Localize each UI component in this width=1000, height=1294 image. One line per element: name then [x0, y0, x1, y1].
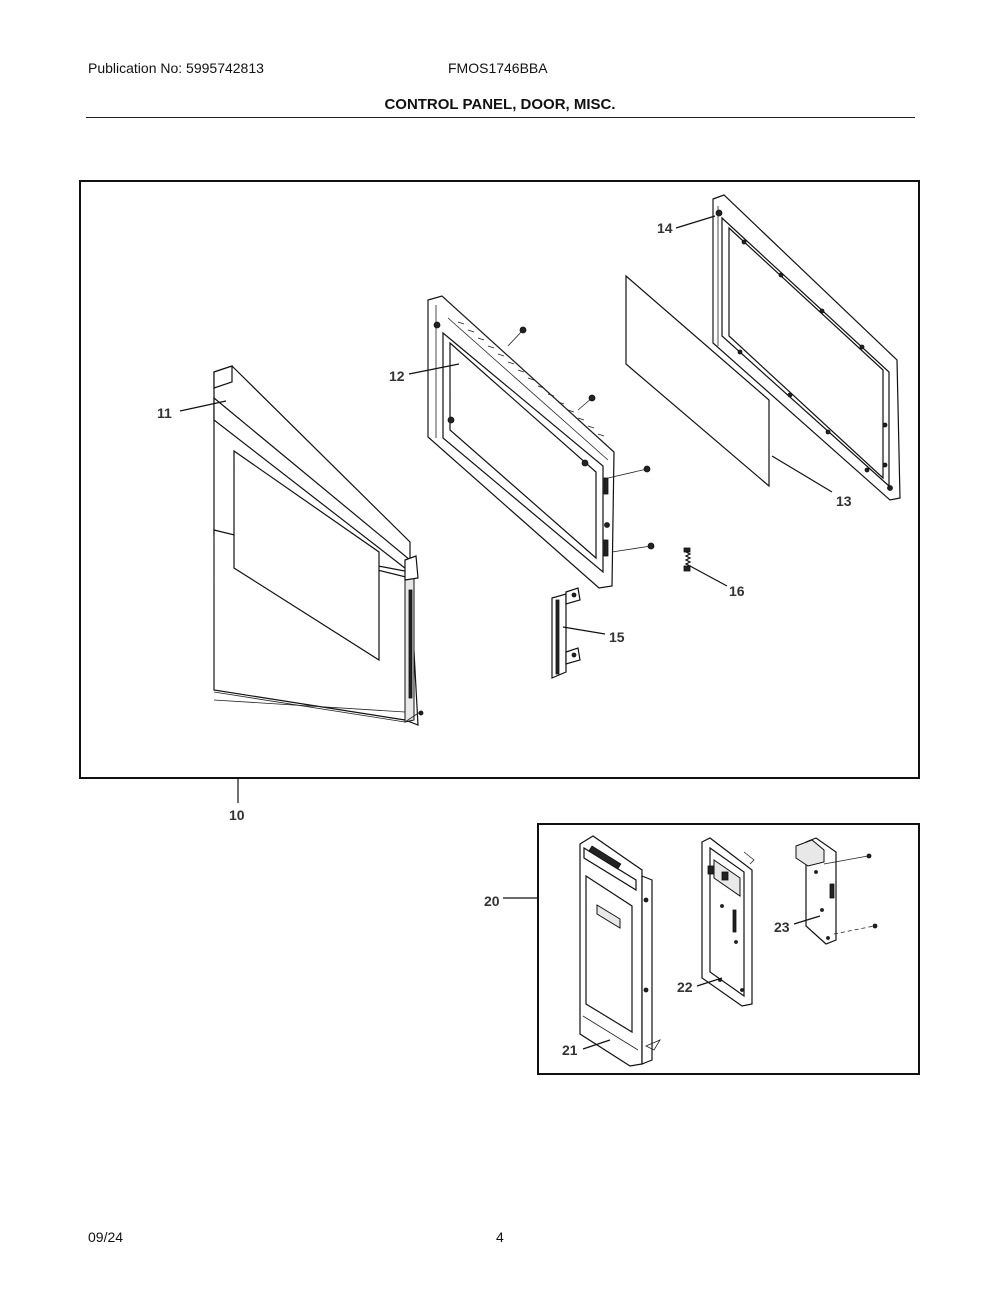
- callout-14: 14: [657, 220, 673, 236]
- leader-15: [562, 626, 606, 635]
- part-outer-door-panel: [213, 365, 424, 726]
- leader-22: [696, 977, 723, 987]
- part-control-board: [795, 837, 878, 945]
- part-door-spring: [683, 547, 692, 572]
- part-control-panel-fascia: [579, 835, 661, 1067]
- part-choke-frame: [712, 194, 901, 501]
- publication-number: Publication No: 5995742813: [88, 60, 264, 76]
- model-number: FMOS1746BBA: [448, 60, 548, 76]
- leader-21: [582, 1039, 611, 1050]
- door-assembly-frame: [79, 180, 920, 779]
- leader-16: [689, 565, 728, 587]
- callout-22: 22: [677, 979, 693, 995]
- leader-11: [179, 400, 227, 412]
- leader-12: [408, 363, 460, 375]
- callout-20: 20: [484, 893, 500, 909]
- footer-date: 09/24: [88, 1229, 124, 1245]
- callout-23: 23: [774, 919, 790, 935]
- callout-11: 11: [157, 405, 172, 421]
- callout-21: 21: [562, 1042, 578, 1058]
- callout-15: 15: [609, 629, 625, 645]
- part-door-latch: [551, 587, 581, 679]
- page-title: CONTROL PANEL, DOOR, MISC.: [384, 96, 616, 113]
- part-window-glass: [625, 274, 770, 488]
- header-rule: [86, 117, 915, 118]
- part-inner-door-frame: [427, 295, 655, 589]
- leader-14: [675, 215, 716, 229]
- part-control-bracket: [701, 837, 755, 1007]
- callout-12: 12: [389, 368, 405, 384]
- leader-13: [771, 455, 833, 493]
- control-panel-frame: [537, 823, 920, 1075]
- callout-13: 13: [836, 493, 852, 509]
- callout-16: 16: [729, 583, 745, 599]
- footer-page-number: 4: [496, 1229, 504, 1245]
- leader-23: [793, 915, 821, 925]
- callout-10: 10: [229, 807, 245, 823]
